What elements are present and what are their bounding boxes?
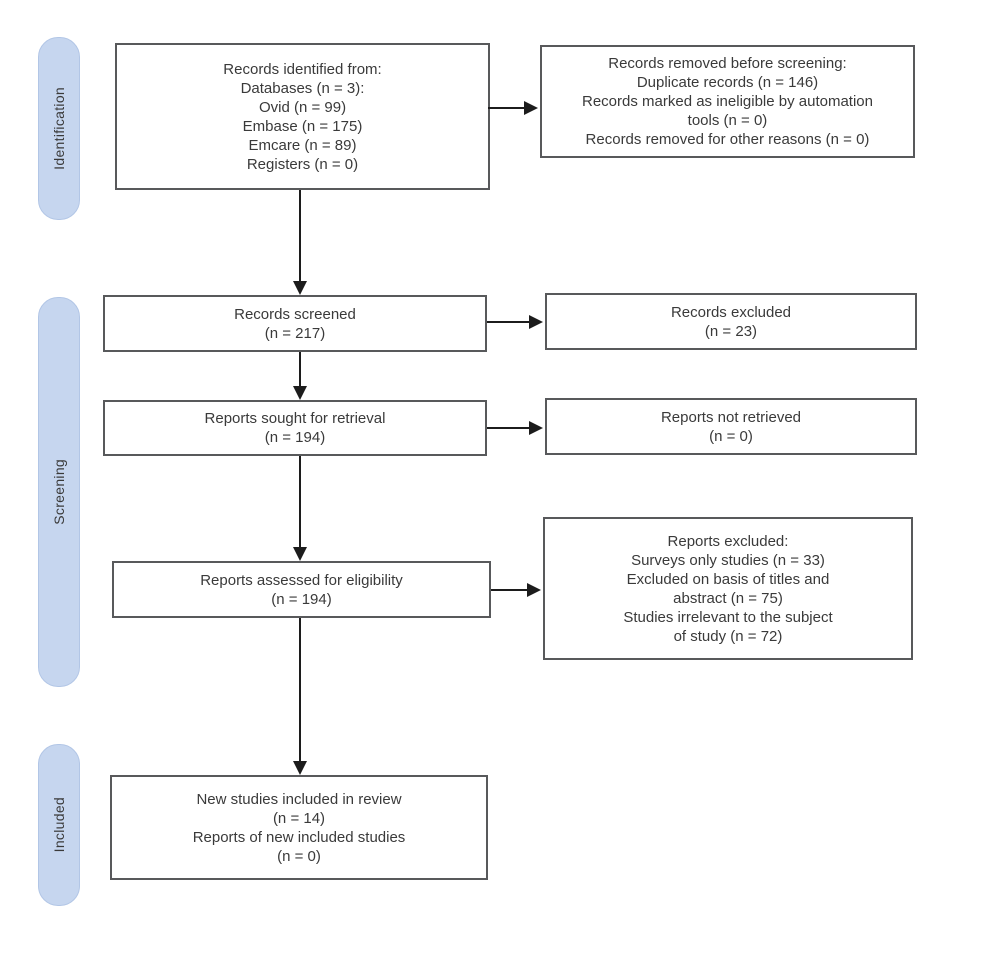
box-records-screened: Records screened (n = 217): [103, 295, 487, 352]
stage-label-screening: Screening: [38, 297, 80, 687]
box-records-excluded-text: Records excluded (n = 23): [670, 303, 792, 340]
arrow-line-assessed-to-reports-excluded: [491, 589, 529, 591]
arrow-line-identified-to-removed: [488, 107, 526, 109]
box-new-studies-included: New studies included in review (n = 14) …: [110, 775, 488, 880]
box-reports-sought-text: Reports sought for retrieval (n = 194): [204, 410, 386, 446]
box-reports-not-retrieved: Reports not retrieved (n = 0): [545, 398, 917, 455]
arrowhead-down-icon: [293, 386, 307, 400]
arrow-line-sought-to-assessed: [299, 456, 301, 548]
arrow-line-screened-to-excluded: [487, 321, 531, 323]
stage-label-identification-text: Identification: [51, 87, 67, 170]
box-records-screened-text: Records screened (n = 217): [234, 305, 356, 342]
arrowhead-down-icon: [293, 281, 307, 295]
arrowhead-right-icon: [527, 583, 541, 597]
box-records-excluded: Records excluded (n = 23): [545, 293, 917, 350]
arrow-line-identified-to-screened: [299, 190, 301, 282]
box-records-removed: Records removed before screening: Duplic…: [540, 45, 915, 158]
stage-label-identification: Identification: [38, 37, 80, 220]
box-reports-excluded: Reports excluded: Surveys only studies (…: [543, 517, 913, 660]
arrowhead-down-icon: [293, 761, 307, 775]
box-new-studies-included-text: New studies included in review (n = 14) …: [192, 790, 406, 865]
arrow-line-assessed-to-included: [299, 618, 301, 762]
arrowhead-right-icon: [524, 101, 538, 115]
arrowhead-right-icon: [529, 315, 543, 329]
stage-label-screening-text: Screening: [51, 459, 67, 525]
arrowhead-down-icon: [293, 547, 307, 561]
box-records-identified-text: Records identified from: Databases (n = …: [223, 60, 382, 173]
box-reports-assessed-text: Reports assessed for eligibility (n = 19…: [200, 571, 403, 608]
box-records-removed-text: Records removed before screening: Duplic…: [582, 55, 873, 148]
box-reports-assessed: Reports assessed for eligibility (n = 19…: [112, 561, 491, 618]
arrow-line-sought-to-not-retrieved: [487, 427, 531, 429]
stage-label-included-text: Included: [51, 797, 67, 853]
box-records-identified: Records identified from: Databases (n = …: [115, 43, 490, 190]
arrow-line-screened-to-sought: [299, 352, 301, 387]
arrowhead-right-icon: [529, 421, 543, 435]
stage-label-included: Included: [38, 744, 80, 906]
box-reports-excluded-text: Reports excluded: Surveys only studies (…: [623, 532, 833, 645]
box-reports-not-retrieved-text: Reports not retrieved (n = 0): [660, 408, 802, 445]
box-reports-sought: Reports sought for retrieval (n = 194): [103, 400, 487, 456]
